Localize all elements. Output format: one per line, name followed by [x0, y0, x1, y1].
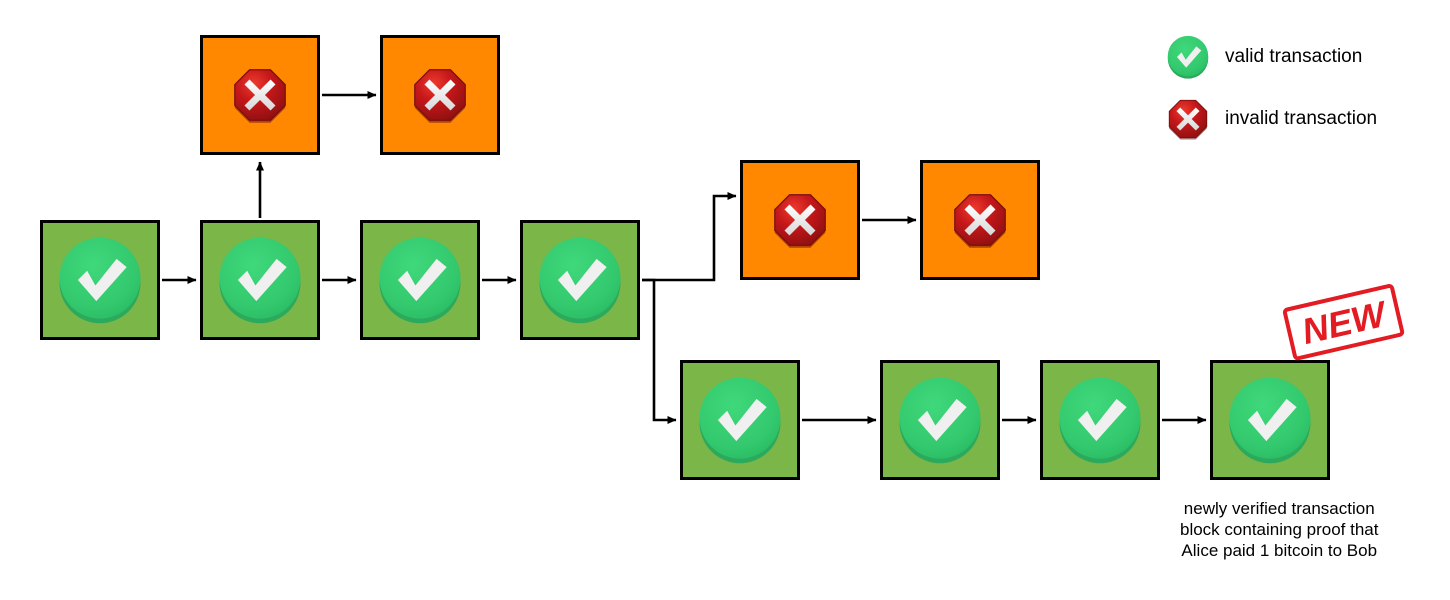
new-block-caption: newly verified transaction block containi… — [1180, 498, 1378, 561]
legend-item-valid: valid transaction — [1165, 34, 1362, 80]
edge-e-m4-r1 — [642, 192, 737, 282]
x-octagon-icon — [954, 194, 1006, 248]
check-circle-icon — [899, 377, 981, 464]
legend-label: invalid transaction — [1225, 108, 1378, 129]
legend-item-invalid: invalid transaction — [1165, 96, 1377, 142]
block-valid-m2[interactable] — [200, 220, 320, 340]
new-stamp-graphic: NEW — [1282, 284, 1405, 361]
x-octagon-icon — [234, 69, 286, 123]
block-valid-m3[interactable] — [360, 220, 480, 340]
block-valid-b2[interactable] — [880, 360, 1000, 480]
block-invalid-t1[interactable] — [200, 35, 320, 155]
check-circle-icon — [59, 237, 141, 324]
block-valid-b1[interactable] — [680, 360, 800, 480]
x-octagon-icon — [414, 69, 466, 123]
new-stamp: NEW — [1277, 276, 1412, 382]
check-circle-icon — [379, 237, 461, 324]
block-valid-b4[interactable] — [1210, 360, 1330, 480]
check-circle-icon — [539, 237, 621, 324]
caption-line: block containing proof that — [1180, 520, 1379, 539]
check-circle-icon — [699, 377, 781, 464]
block-invalid-t2[interactable] — [380, 35, 500, 155]
block-valid-m1[interactable] — [40, 220, 160, 340]
check-circle-icon — [1167, 35, 1209, 79]
caption-line: Alice paid 1 bitcoin to Bob — [1181, 541, 1378, 560]
check-circle-icon — [219, 237, 301, 324]
x-octagon-icon — [1168, 99, 1208, 140]
caption-line: newly verified transaction — [1183, 499, 1375, 518]
check-circle-icon — [1229, 377, 1311, 464]
block-valid-m4[interactable] — [520, 220, 640, 340]
new-stamp-text: NEW — [1298, 293, 1392, 353]
edge-e-m4-b1 — [642, 278, 677, 424]
x-octagon-icon — [774, 194, 826, 248]
legend-label: valid transaction — [1225, 46, 1363, 67]
block-invalid-r1[interactable] — [740, 160, 860, 280]
check-circle-icon — [1059, 377, 1141, 464]
block-valid-b3[interactable] — [1040, 360, 1160, 480]
block-invalid-r2[interactable] — [920, 160, 1040, 280]
